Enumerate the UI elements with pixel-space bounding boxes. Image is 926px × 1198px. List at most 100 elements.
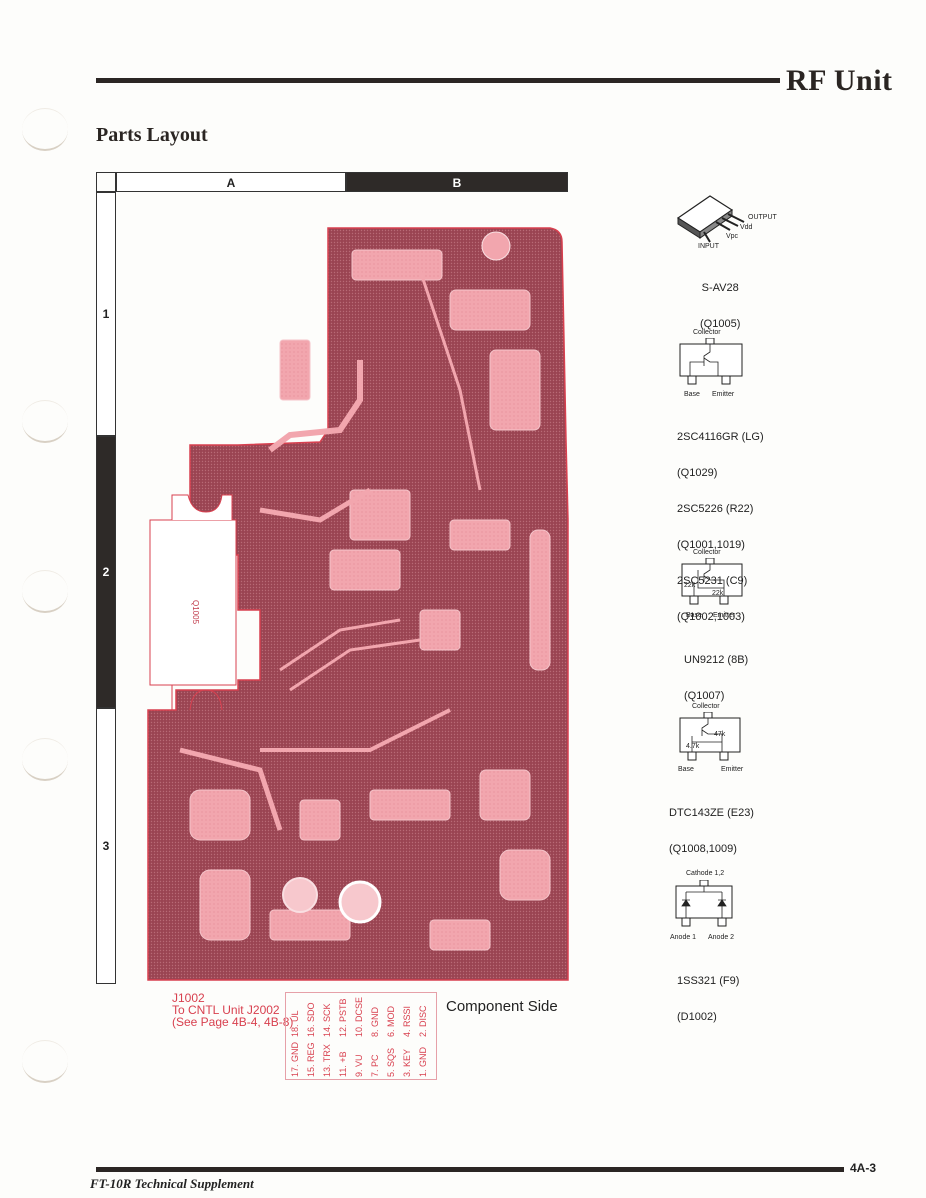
connector-pin-pair: 15. REG 16. SDO [306,997,318,1077]
caption-line: S-AV28 [701,282,739,294]
connector-pin-even: 14. SCK [322,1003,332,1037]
grid-corner [96,172,116,192]
dtc143ze-resistor-label: 4.7k [686,743,700,750]
transistor-base-pin: Base [684,391,700,398]
q1005-label: Q1005 [191,600,200,625]
un9212-base-pin: Base [686,612,702,619]
caption-line: (Q1029) [677,467,718,479]
connector-pin-odd: 7. PC [370,1054,380,1077]
connector-pin-even: 12. PSTB [338,998,348,1037]
caption-line: 2SC5231 (C9) [677,575,748,587]
caption-line: 2SC4116GR (LG) [677,431,764,443]
un9212-emitter-pin: Emitter [713,612,736,619]
connector-pin-even: 6. MOD [386,1005,396,1037]
caption-line: DTC143ZE (E23) [669,807,754,819]
grid-column-b: B [346,172,568,192]
pcb-layout: Q1005 [147,227,569,981]
connector-pin-pair: 11. +B 12. PSTB [338,997,350,1077]
caption-line: UN9212 (8B) [684,654,749,666]
s-av28-vdd-pin: Vdd [740,224,753,231]
caption-line: 1SS321 (F9) [677,975,740,987]
grid-column-a: A [116,172,346,192]
binder-hole [22,108,68,151]
section-title: RF Unit [786,64,893,97]
page-subtitle: Parts Layout [96,124,208,146]
q1005-footprint [149,519,237,686]
grid-row-2-label: 2 [102,565,110,579]
grid-row-1: 1 [96,192,116,436]
connector-name: J1002 [172,991,205,1005]
dtc143ze-base-pin: Base [678,766,694,773]
header-rule [96,78,780,83]
caption-line: (Q1007) [684,690,725,702]
connector-pin-even: 2. DISC [418,1005,428,1037]
transistor-emitter-pin: Emitter [712,391,735,398]
dtc143ze-package-icon [679,712,741,761]
un9212-collector-pin: Collector [693,549,721,556]
transistor-collector-pin: Collector [693,329,721,336]
1ss321-anode2-pin: Anode 2 [708,934,735,941]
caption-line: (Q1001,1019) [677,539,745,551]
dtc143ze-caption: DTC143ZE (E23) (Q1008,1009) [669,783,754,867]
connector-pin-pair: 17. GND 18. UL [290,997,302,1077]
dtc143ze-resistor-label: 47k [714,731,726,738]
caption-line: (Q1005) [700,318,741,330]
footer-rule [96,1167,844,1172]
transistor-package-icon [679,338,743,385]
1ss321-caption: 1SS321 (F9) (D1002) [677,951,739,1035]
s-av28-caption: S-AV28 (Q1005) [700,258,740,342]
dtc143ze-collector-pin: Collector [692,703,720,710]
connector-destination: To CNTL Unit J2002 [172,1003,280,1017]
1ss321-package-icon [675,880,733,927]
connector-pin-even: 16. SDO [306,1002,316,1037]
connector-pin-even: 18. UL [290,1010,300,1037]
caption-line: (Q1002,1003) [677,611,745,623]
connector-pin-odd: 9. VU [354,1054,364,1077]
connector-pin-even: 4. RSSI [402,1005,412,1037]
connector-pin-odd: 3. KEY [402,1048,412,1077]
un9212-resistor-label: 22k [712,590,724,597]
grid-row-1-label: 1 [102,307,110,321]
s-av28-vpc-pin: Vpc [726,233,739,240]
footer-title: FT-10R Technical Supplement [90,1176,254,1191]
1ss321-cathode-pin: Cathode 1,2 [686,870,725,877]
board-side-label: Component Side [446,998,558,1015]
connector-info: J1002 To CNTL Unit J2002 (See Page 4B-4,… [172,992,293,1028]
s-av28-package-icon [676,195,745,243]
caption-line: (Q1008,1009) [669,843,737,855]
grid-row-2: 2 [96,436,116,708]
connector-reference: (See Page 4B-4, 4B-8) [172,1015,294,1029]
binder-hole [22,570,68,613]
binder-hole [22,738,68,781]
pcb-copper [179,249,551,951]
transistor-caption: 2SC4116GR (LG) (Q1029) 2SC5226 (R22) (Q1… [677,407,764,635]
connector-pin-odd: 15. REG [306,1042,316,1077]
connector-pin-pair: 13. TRX 14. SCK [322,997,334,1077]
binder-hole [22,1040,68,1083]
caption-line: 2SC5226 (R22) [677,503,754,515]
un9212-package-icon [681,558,743,605]
connector-pin-odd: 11. +B [338,1051,348,1077]
un9212-caption: UN9212 (8B) (Q1007) [684,630,748,714]
dtc143ze-emitter-pin: Emitter [721,766,744,773]
caption-line: (D1002) [677,1011,717,1023]
connector-pin-pair: 9. VU 10. DCSE [354,997,366,1077]
connector-pin-odd: 1. GND [418,1046,428,1077]
connector-pin-pair: 7. PC 8. GND [370,997,382,1077]
s-av28-input-pin: INPUT [698,243,719,250]
un9212-resistor-label: 22k [684,582,696,589]
connector-pin-pair: 1. GND 2. DISC [418,997,430,1077]
binder-hole [22,400,68,443]
connector-pin-odd: 13. TRX [322,1044,332,1077]
connector-pin-even: 10. DCSE [354,996,364,1037]
connector-pin-even: 8. GND [370,1006,380,1037]
connector-pinout: 17. GND 18. UL 15. REG 16. SDO 13. TRX 14. SC… [285,992,437,1080]
grid-row-3: 3 [96,708,116,984]
1ss321-anode1-pin: Anode 1 [670,934,697,941]
s-av28-output-pin: OUTPUT [748,214,777,221]
connector-pin-odd: 17. GND [290,1041,300,1077]
connector-pin-pair: 3. KEY 4. RSSI [402,997,414,1077]
grid-row-3-label: 3 [102,839,110,853]
page-number: 4A-3 [850,1161,877,1175]
